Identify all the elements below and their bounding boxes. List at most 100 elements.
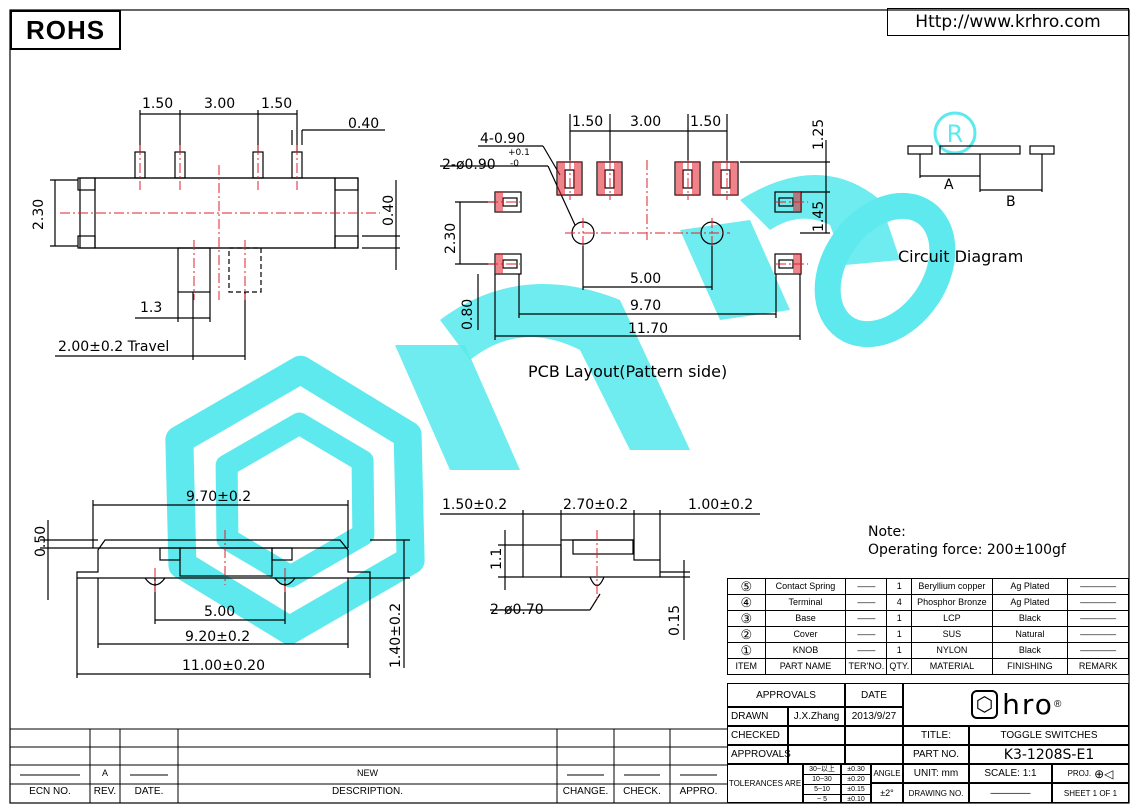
bom-header-ter: TER'NO. (845, 658, 888, 675)
tol-range-3: ~ 5 (817, 796, 827, 803)
tol-value-1: ±0.20 (842, 775, 870, 785)
tb-tol-ranges: 30~以上 10~30 5~10 ~ 5 (803, 764, 841, 803)
rev-rev-head: REV. (93, 786, 117, 797)
watermark-logo: R (165, 111, 977, 645)
pcb-dim-080: 0.80 (460, 298, 476, 330)
pcb-centerlines (488, 160, 808, 265)
tb-partno-label: PART NO. (903, 745, 969, 764)
tol-range-2: 5~10 (804, 785, 840, 795)
rev-date-head: DATE. (134, 786, 164, 797)
bom-cell-part: Cover (764, 626, 847, 643)
note-text: Operating force: 200±100gf (868, 542, 1066, 558)
pcb-dim-150a: 1.50 (572, 114, 604, 130)
tb-checked-date (845, 726, 903, 745)
tb-checked-by (788, 726, 845, 745)
bom-cell-part: Contact Spring (764, 578, 847, 595)
end-dim-015: 0.15 (667, 604, 683, 636)
bom-header-item: ITEM (727, 658, 766, 675)
bom-cell-part: KNOB (764, 642, 847, 659)
pcb-hatch-marks (495, 162, 801, 274)
bom-header-finishing: FINISHING (991, 658, 1069, 675)
front-centerlines (154, 530, 286, 592)
front-dim-1100: 11.00±0.20 (182, 658, 265, 674)
side-dim-150a: 1.50 (142, 96, 174, 112)
bom-cell-ter: —— (845, 610, 888, 627)
tb-drawing-no-label: DRAWING NO. (903, 783, 969, 803)
tb-angle-val: ±2° (871, 783, 903, 803)
end-dim-100: 1.00±0.2 (688, 497, 754, 513)
rev-value: A (101, 768, 108, 778)
end-dim-150: 1.50±0.2 (442, 497, 508, 513)
tb-proj-label: PROJ. (1067, 769, 1092, 778)
bom-cell-remark: ———— (1067, 594, 1129, 611)
tol-range-1: 10~30 (804, 775, 840, 785)
front-dim-500: 5.00 (204, 604, 236, 620)
pcb-dim-970: 9.70 (630, 298, 662, 314)
end-dim-070: 2-ø0.70 (490, 602, 544, 618)
end-dim-270: 2.70±0.2 (563, 497, 629, 513)
front-dim-140: 1.40±0.2 (388, 602, 404, 668)
tb-proj: PROJ.⊕◁ (1052, 764, 1129, 783)
tb-drawn-label: DRAWN (727, 707, 788, 726)
bom-cell-material: NYLON (911, 642, 993, 659)
bom-cell-material: Beryllium copper (911, 578, 993, 595)
bom-header-remark: REMARK (1067, 658, 1129, 675)
side-dim-230: 2.30 (31, 198, 47, 230)
rohs-badge: ROHS (10, 10, 121, 50)
bom-cell-material: SUS (911, 626, 993, 643)
tb-checked-label: CHECKED (727, 726, 788, 745)
pcb-dim-230: 2.30 (443, 222, 459, 254)
tol-value-3: ±0.10 (847, 796, 865, 803)
tb-approvals-date (845, 745, 903, 764)
rev-ecn-head: ECN NO. (29, 786, 71, 797)
bom-cell-ter: —— (845, 594, 888, 611)
side-dim-travel: 2.00±0.2 Travel (58, 339, 170, 355)
tol-value-2: ±0.15 (842, 785, 870, 795)
bom-cell-finishing: Natural (991, 626, 1069, 643)
tb-date-head: DATE (845, 683, 903, 707)
bom-cell-qty: 4 (886, 594, 913, 611)
bom-cell-qty: 1 (886, 642, 913, 659)
side-dim-13: 1.3 (140, 300, 163, 316)
note-label: Note: (868, 524, 906, 540)
pcb-dim-125: 1.25 (811, 118, 827, 150)
tb-sheet: SHEET 1 OF 1 (1052, 783, 1129, 803)
rev-change-head: CHANGE. (562, 786, 609, 797)
circuit-label-a: A (944, 177, 954, 193)
circuit-diagram (907, 145, 1055, 192)
end-view (440, 510, 760, 640)
svg-text:R: R (947, 120, 964, 148)
tb-drawn-by: J.X.Zhang (788, 707, 845, 726)
tb-unit: UNIT: mm (903, 764, 969, 783)
tb-drawing-no-val: ———— (969, 783, 1052, 803)
bom-cell-item: ⑤ (727, 578, 766, 595)
bom-cell-ter: —— (845, 626, 888, 643)
bom-cell-finishing: Ag Plated (991, 578, 1069, 595)
side-dim-150b: 1.50 (261, 96, 293, 112)
tb-tolerances-label: TOLERANCES ARE (727, 764, 803, 803)
bom-header-material: MATERIAL (911, 658, 993, 675)
side-view (50, 110, 400, 360)
bom-cell-qty: 1 (886, 626, 913, 643)
bom-cell-remark: ———— (1067, 626, 1129, 643)
circuit-label-b: B (1006, 194, 1016, 210)
bom-cell-remark: ———— (1067, 642, 1129, 659)
tb-approvals-head: APPROVALS (727, 683, 845, 707)
end-dim-11: 1.1 (489, 547, 505, 570)
bom-cell-ter: —— (845, 578, 888, 595)
revision-block-lines (10, 728, 727, 803)
website-url: Http://www.krhro.com (887, 8, 1129, 36)
pcb-tol-plus: +0.1 (508, 148, 530, 158)
tb-approvals-by (788, 745, 845, 764)
tol-range-0: 30~以上 (804, 765, 840, 775)
front-dim-050: 0.50 (33, 525, 49, 557)
tol-value-0: ±0.30 (842, 765, 870, 775)
bom-cell-finishing: Ag Plated (991, 594, 1069, 611)
